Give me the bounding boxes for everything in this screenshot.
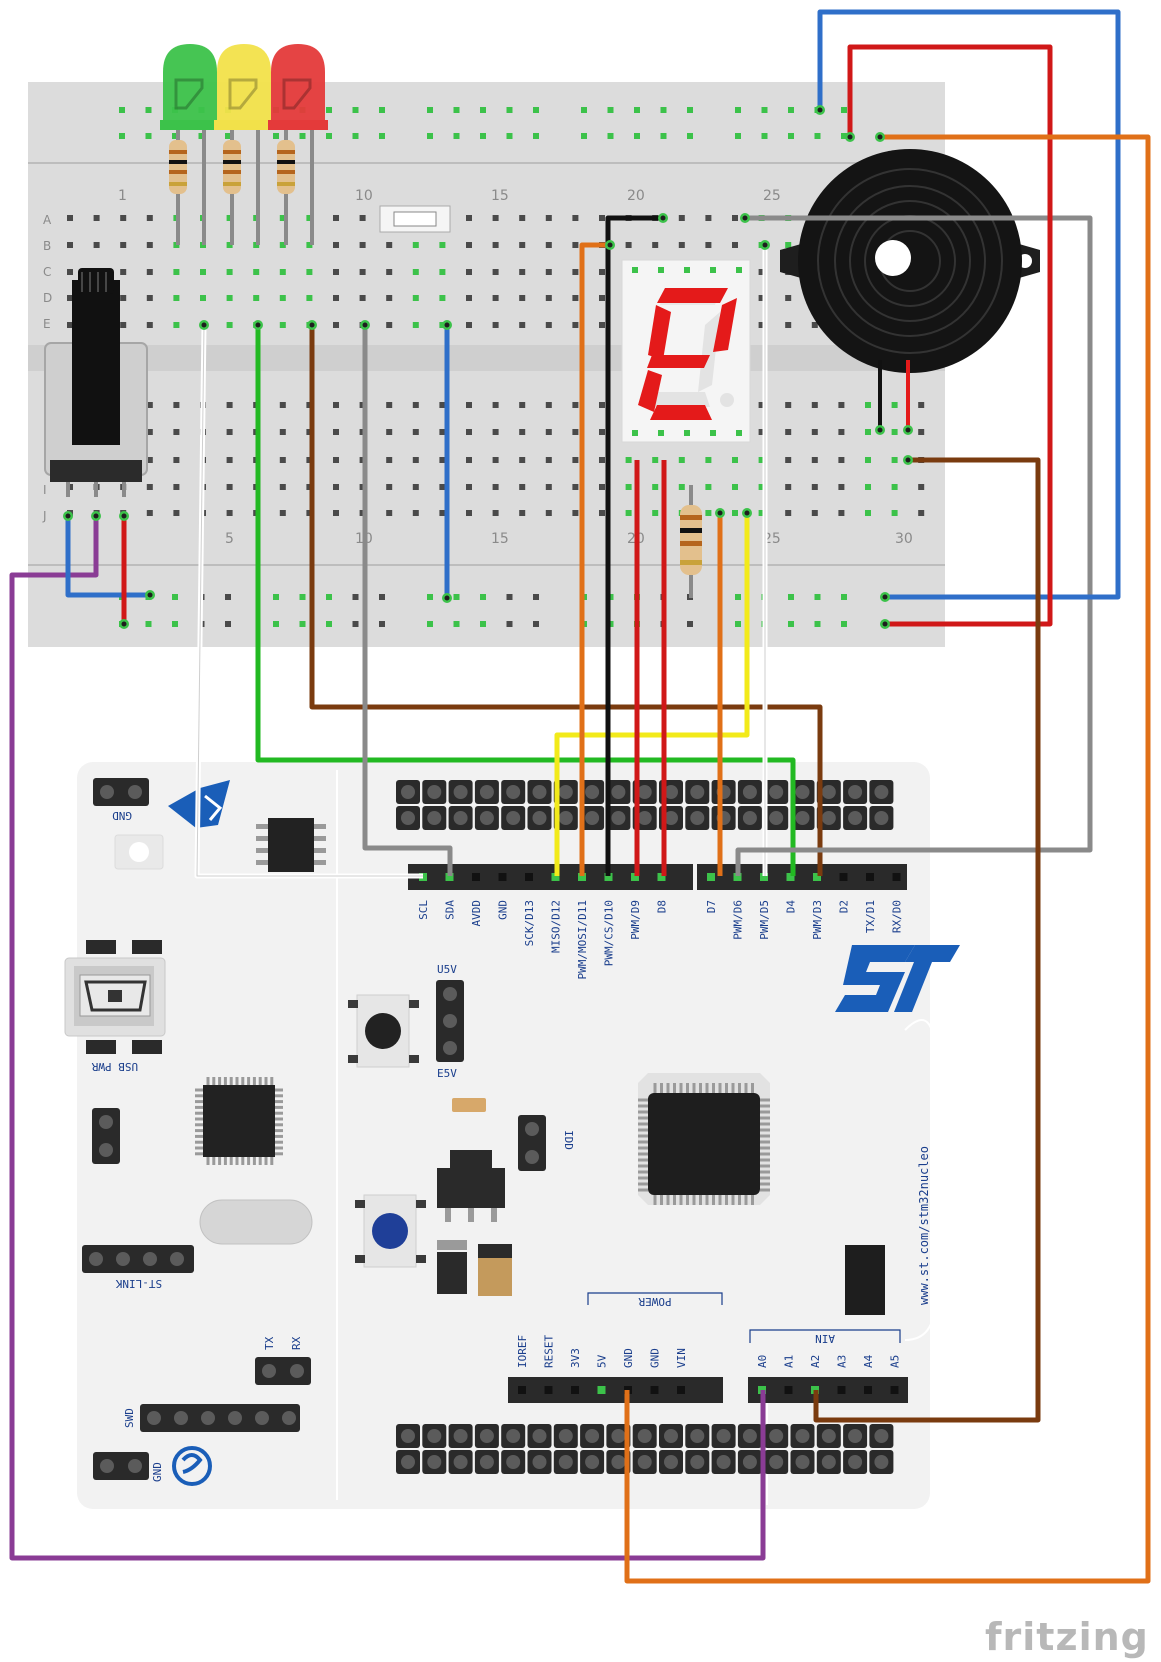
pin-label: GND: [497, 900, 510, 920]
pin-label: A5: [889, 1355, 902, 1368]
pin-label: D8: [656, 900, 669, 913]
breadboard: 1 10 15 20 25 5 10 15 20 25 30 A B C D E…: [28, 82, 945, 647]
u5v-label: U5V: [437, 963, 457, 976]
pin-label: SDA: [444, 900, 457, 920]
column-number: 15: [491, 188, 509, 204]
resistor-icon: [680, 485, 702, 598]
pin-label: SCL: [417, 900, 430, 920]
pin-label: TX/D1: [864, 900, 877, 933]
voltage-regulator-icon: [437, 1150, 505, 1222]
user-pushbutton-icon: [355, 1194, 426, 1268]
pin-label: 5V: [596, 1354, 609, 1368]
reset-pushbutton-icon: [348, 994, 419, 1068]
e5v-label: E5V: [437, 1067, 457, 1080]
buzzer-icon: [780, 149, 1040, 430]
row-letter: D: [43, 291, 52, 305]
pin-label: RX/D0: [891, 900, 904, 933]
power-labels: IOREF RESET 3V3 5V GND GND VIN: [516, 1335, 688, 1368]
pin-label: A4: [862, 1354, 875, 1368]
digital-labels-left: SCL SDA AVDD GND SCK/D13 MISO/D12 PWM/MOSI/D11…: [417, 900, 669, 980]
pin-label: PWM/D5: [758, 900, 771, 940]
swd-label: SWD: [123, 1408, 136, 1428]
row-letter: J: [42, 509, 47, 523]
digital-header-right: [697, 864, 907, 890]
pin-label: IOREF: [516, 1335, 529, 1368]
idd-label: IDD: [562, 1130, 575, 1150]
column-number: 15: [491, 531, 509, 547]
pin-label: GND: [649, 1348, 662, 1368]
seven-segment-display-icon: [621, 259, 751, 443]
pin-label: A2: [809, 1355, 822, 1368]
analog-header: [748, 1377, 908, 1403]
pin-label: MISO/D12: [550, 900, 563, 953]
pin-label: VIN: [675, 1348, 688, 1368]
power-group-label: POWER: [638, 1295, 671, 1308]
st-logo-icon: [835, 945, 960, 1012]
wires: [9, 9, 1151, 1584]
fritzing-watermark: fritzing: [985, 1615, 1149, 1659]
pin-label: PWM/D9: [629, 900, 642, 940]
row-letter: E: [43, 317, 51, 331]
column-number: 30: [895, 531, 913, 547]
led-icon: [160, 44, 328, 130]
pin-label: RESET: [543, 1335, 556, 1368]
pin-label: PWM/MOSI/D11: [576, 900, 589, 979]
crystal-icon: [199, 1199, 313, 1245]
usb-connector-icon: [64, 940, 166, 1054]
column-number: 5: [225, 531, 234, 547]
led-resistors: [169, 120, 314, 245]
ain-group-label: AIN: [815, 1332, 835, 1345]
pin-label: SCK/D13: [523, 900, 536, 946]
row-letter: C: [43, 265, 51, 279]
potentiometer-icon: [44, 268, 148, 497]
pin-label: PWM/D3: [811, 900, 824, 940]
small-component-icon: [845, 1245, 885, 1315]
pin-label: 3V3: [569, 1348, 582, 1368]
microcontroller-chip-icon: [195, 1077, 283, 1165]
wire-endpoints: [63, 105, 913, 629]
pin-label: A0: [756, 1355, 769, 1368]
ain-labels: A0 A1 A2 A3 A4 A5: [756, 1354, 902, 1368]
main-microcontroller-icon: [638, 1073, 770, 1205]
pin-label: D2: [838, 900, 851, 913]
board-url: www.st.com/stm32nucleo: [917, 1146, 931, 1305]
pin-label: A1: [783, 1355, 796, 1368]
pin-label: PWM/D6: [732, 900, 745, 940]
pin-label: PWM/CS/D10: [603, 900, 616, 966]
usb-pwr-label: USB PWR: [91, 1060, 138, 1073]
digital-header-left: [408, 864, 693, 890]
digital-labels-right: D7 PWM/D6 PWM/D5 D4 PWM/D3 D2 TX/D1 RX/D0: [705, 900, 904, 940]
power-header: [508, 1377, 723, 1403]
row-letter: I: [43, 483, 47, 497]
tx-label: TX: [263, 1336, 276, 1350]
st-link-label: ST-LINK: [115, 1277, 162, 1290]
column-number: 20: [627, 188, 645, 204]
tech-logo-icon: [172, 1446, 212, 1486]
pin-label: AVDD: [470, 900, 483, 927]
small-chip-icon: [256, 818, 326, 872]
gnd-label-top: GND: [112, 809, 132, 822]
pin-label: GND: [622, 1348, 635, 1368]
column-number: 10: [355, 188, 373, 204]
row-letter: A: [43, 213, 52, 227]
pin-label: D7: [705, 900, 718, 913]
column-number: 1: [118, 188, 127, 204]
gnd-label-bottom: GND: [151, 1462, 164, 1482]
rx-label: RX: [290, 1336, 303, 1350]
pin-label: A3: [836, 1355, 849, 1368]
pin-label: D4: [785, 900, 798, 914]
column-number: 25: [763, 188, 781, 204]
row-letter: B: [43, 239, 51, 253]
